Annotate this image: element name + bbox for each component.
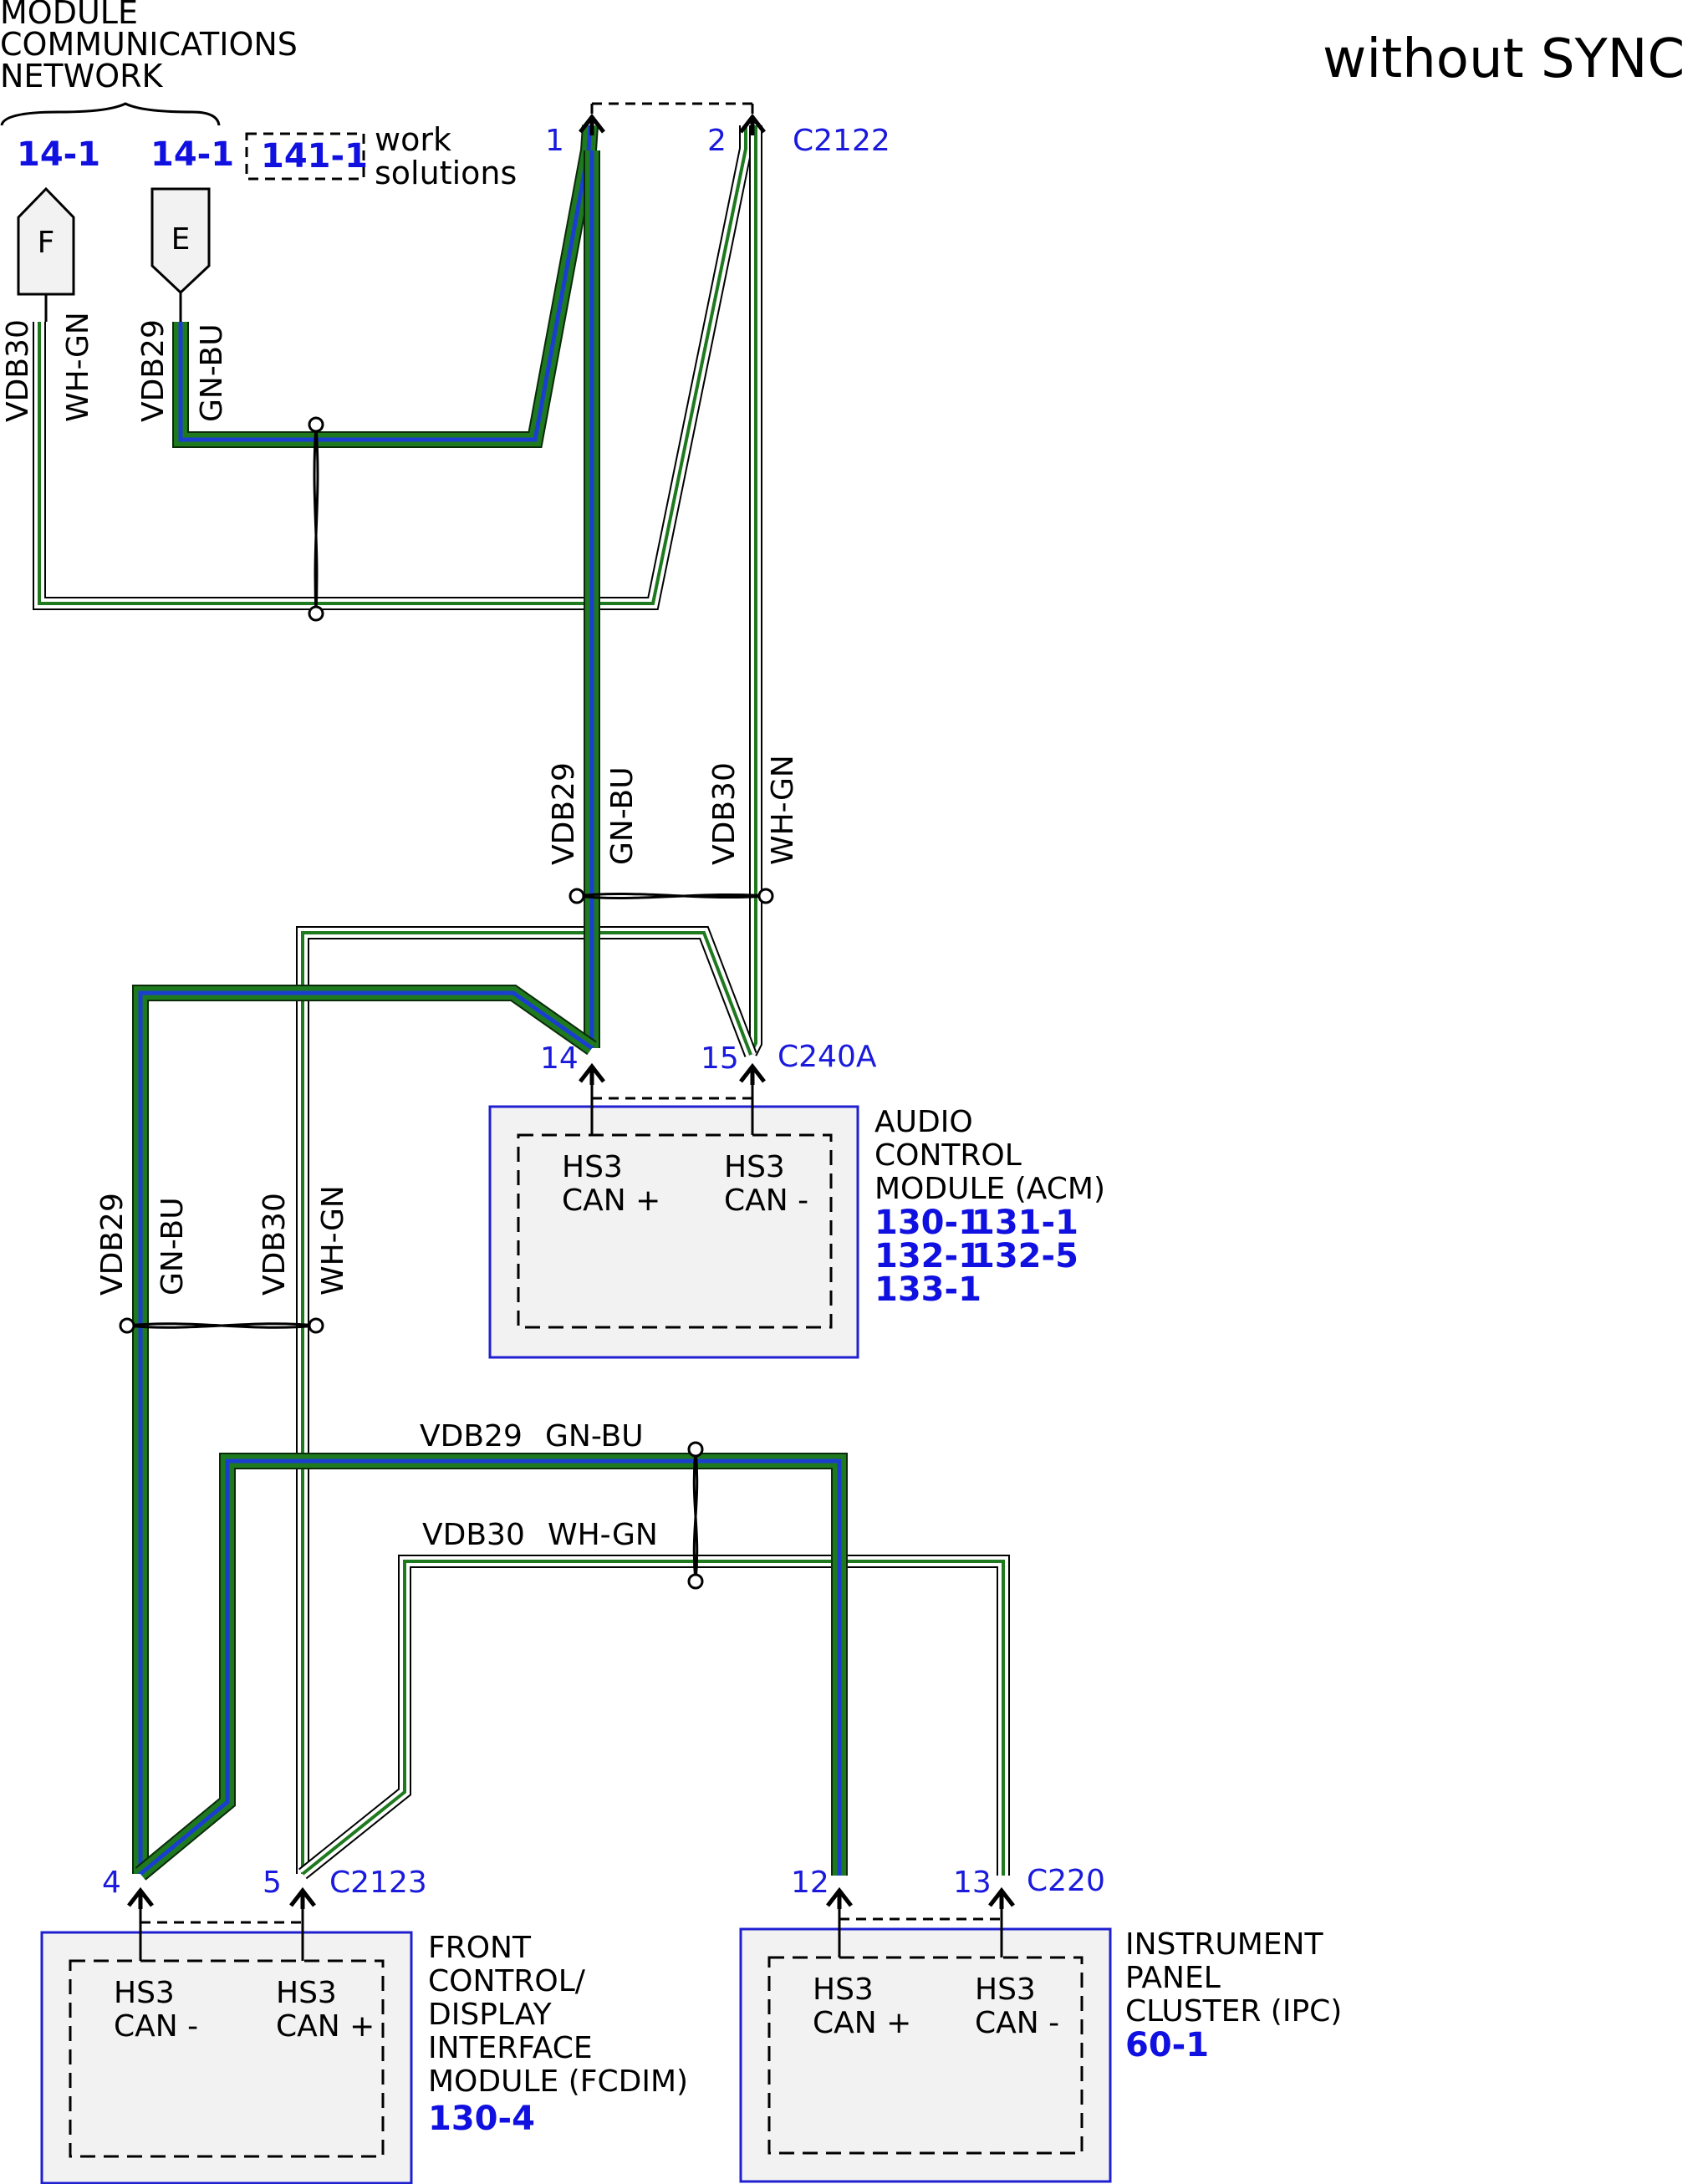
wire-label-mid-minus-circuit: VDB30: [707, 762, 742, 865]
acm-ref-4[interactable]: 132-5: [971, 1237, 1078, 1275]
ipc-ref-1[interactable]: 60-1: [1125, 2026, 1209, 2064]
c2123-name: C2123: [329, 1866, 427, 1900]
network-label-line-1: MODULE: [0, 0, 138, 31]
wire-label-left-plus-color: GN-BU: [156, 1197, 190, 1296]
twist-top: [308, 416, 324, 622]
wire-label-f-color: WH-GN: [61, 312, 95, 422]
ipc-name-line-1: INSTRUMENT: [1125, 1927, 1323, 1962]
network-ref-f[interactable]: 14-1: [17, 135, 100, 174]
wire-label-mid-plus-color: GN-BU: [605, 766, 640, 865]
ipc-pin-2-line-2: CAN -: [975, 2006, 1059, 2040]
work-solutions-text-2: solutions: [375, 155, 517, 191]
c2122-name: C2122: [793, 124, 890, 158]
wire-label-f-circuit: VDB30: [1, 319, 35, 422]
c220-pin-13: 13: [953, 1866, 992, 1900]
acm-inner: [517, 1133, 833, 1329]
acm-pin-2-line-2: CAN -: [724, 1184, 808, 1218]
ipc-box: [739, 1927, 1112, 2183]
wire-wh-gn-c240a-to-c2123: [296, 926, 757, 1874]
acm-ref-5[interactable]: 133-1: [874, 1270, 982, 1309]
c2122-pin-1: 1: [545, 124, 564, 158]
wire-label-left-minus-color: WH-GN: [316, 1185, 350, 1296]
acm-module: 14 15 C240A HS3 CAN + HS3 CAN - AUDIO CO…: [488, 1040, 1105, 1359]
work-solutions-text-1: work: [375, 121, 451, 158]
c240a-name: C240A: [778, 1040, 877, 1074]
wire-label-bottom-minus-color: WH-GN: [548, 1518, 658, 1552]
acm-name-line-3: MODULE (ACM): [874, 1172, 1105, 1206]
fcdim-name-line-5: MODULE (FCDIM): [428, 2064, 688, 2099]
flag-f: F: [17, 186, 75, 322]
acm-pin-1-line-1: HS3: [562, 1150, 623, 1184]
ipc-module: 12 13 C220 HS3 CAN + HS3 CAN - INSTRUMEN…: [739, 1864, 1342, 2183]
ipc-pin-1-line-2: CAN +: [813, 2006, 911, 2040]
c220-pin-13-symbol: [990, 1891, 1013, 1909]
acm-pin-2-line-1: HS3: [724, 1150, 785, 1184]
network-brace: [0, 102, 221, 126]
c2123-pin-4-symbol: [129, 1891, 152, 1909]
ipc-pin-2-line-1: HS3: [975, 1973, 1036, 2007]
wire-label-bottom-minus-circuit: VDB30: [422, 1518, 525, 1552]
work-solutions-ref[interactable]: 141-1: [261, 137, 368, 176]
ipc-name-line-2: PANEL: [1125, 1961, 1221, 1995]
wire-labels: VDB30 WH-GN VDB29 GN-BU VDB29 GN-BU VDB3…: [1, 312, 800, 1552]
c2123-pin-5: 5: [263, 1866, 282, 1900]
acm-box: [488, 1105, 859, 1359]
wire-label-bottom-plus-color: GN-BU: [545, 1419, 644, 1453]
c2123-pin-5-symbol: [291, 1891, 314, 1909]
c2122-pin-2: 2: [707, 124, 727, 158]
fcdim-name-line-4: INTERFACE: [428, 2031, 593, 2065]
fcdim-name-line-1: FRONT: [428, 1931, 532, 1965]
flag-e: E: [150, 187, 211, 322]
acm-ref-1[interactable]: 130-1: [874, 1204, 982, 1242]
network-ref-e[interactable]: 14-1: [150, 135, 234, 174]
acm-name-line-1: AUDIO: [874, 1105, 973, 1139]
network-label-line-2: COMMUNICATIONS: [0, 26, 298, 63]
acm-ref-2[interactable]: 131-1: [971, 1204, 1078, 1242]
flag-f-letter: F: [38, 226, 55, 260]
fcdim-ref-1[interactable]: 130-4: [428, 2100, 535, 2138]
wh-gn-wires: [33, 125, 1010, 1880]
wire-label-left-minus-circuit: VDB30: [257, 1193, 292, 1296]
wire-label-mid-minus-color: WH-GN: [766, 755, 800, 865]
flag-e-letter: E: [171, 222, 191, 257]
wire-label-bottom-plus-circuit: VDB29: [420, 1419, 523, 1453]
fcdim-pin-2-line-1: HS3: [276, 1976, 337, 2010]
wire-label-e-color: GN-BU: [195, 323, 229, 422]
wire-label-left-plus-circuit: VDB29: [95, 1193, 130, 1296]
c220-pin-12-symbol: [828, 1891, 851, 1909]
twist-mid: [569, 888, 774, 904]
wire-label-e-circuit: VDB29: [136, 319, 171, 422]
c240a-pin-15-symbol: [741, 1067, 764, 1085]
ipc-pin-1-line-1: HS3: [813, 1973, 874, 2007]
fcdim-module: 4 5 C2123 HS3 CAN - HS3 CAN + FRONT CONT…: [40, 1866, 688, 2184]
wire-label-mid-plus-circuit: VDB29: [547, 762, 581, 865]
network-header: MODULE COMMUNICATIONS NETWORK 14-1 14-1 …: [0, 0, 517, 191]
page-title: without SYNC: [1323, 28, 1685, 90]
fcdim-inner: [69, 1959, 385, 2158]
c240a-pin-15: 15: [701, 1041, 739, 1076]
c240a-pin-14-symbol: [580, 1067, 604, 1085]
fcdim-name-line-3: DISPLAY: [428, 1998, 553, 2032]
twisted-pair-symbols: [119, 416, 774, 1590]
c220-pin-12: 12: [791, 1866, 829, 1900]
network-label-line-3: NETWORK: [0, 58, 164, 94]
fcdim-pin-1-line-1: HS3: [114, 1976, 175, 2010]
c240a-pin-14: 14: [540, 1041, 579, 1076]
connector-c2122: 1 2 C2122: [545, 102, 890, 158]
acm-ref-3[interactable]: 132-1: [874, 1237, 982, 1275]
fcdim-box: [40, 1931, 413, 2184]
acm-name-line-2: CONTROL: [874, 1138, 1022, 1173]
ipc-name-line-3: CLUSTER (IPC): [1125, 1994, 1342, 2029]
twist-bottom: [687, 1441, 704, 1590]
fcdim-pin-1-line-2: CAN -: [114, 2009, 198, 2044]
twist-left: [119, 1317, 324, 1334]
c2123-pin-4: 4: [102, 1866, 121, 1900]
c220-name: C220: [1027, 1864, 1105, 1898]
fcdim-pin-2-line-2: CAN +: [276, 2009, 375, 2044]
work-solutions-box: [245, 132, 365, 181]
ipc-inner: [767, 1956, 1083, 2155]
acm-pin-1-line-2: CAN +: [562, 1184, 660, 1218]
fcdim-name-line-2: CONTROL/: [428, 1964, 586, 1998]
